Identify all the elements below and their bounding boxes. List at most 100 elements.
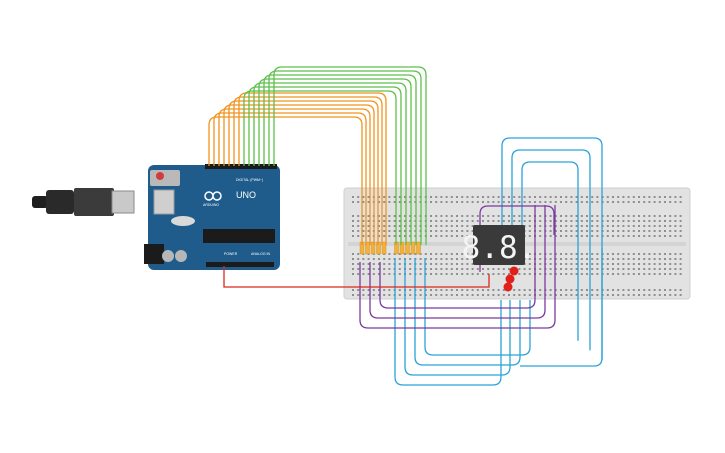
breadboard-hole[interactable] <box>669 294 672 296</box>
breadboard-hole[interactable] <box>388 268 391 270</box>
breadboard-hole[interactable] <box>487 294 490 296</box>
breadboard-hole[interactable] <box>606 230 609 232</box>
breadboard-hole[interactable] <box>549 294 552 296</box>
breadboard-hole[interactable] <box>632 215 635 217</box>
breadboard-hole[interactable] <box>632 235 635 237</box>
breadboard-hole[interactable] <box>367 225 370 227</box>
breadboard-hole[interactable] <box>424 273 427 275</box>
breadboard-hole[interactable] <box>612 294 614 296</box>
breadboard-hole[interactable] <box>378 263 380 265</box>
breadboard-hole[interactable] <box>409 215 412 217</box>
resistor[interactable] <box>399 241 405 255</box>
breadboard-hole[interactable] <box>466 273 469 275</box>
breadboard-hole[interactable] <box>471 225 474 227</box>
breadboard-hole[interactable] <box>544 201 547 203</box>
breadboard-hole[interactable] <box>352 225 354 227</box>
breadboard-hole[interactable] <box>435 235 438 237</box>
breadboard-hole[interactable] <box>513 215 516 217</box>
breadboard-hole[interactable] <box>367 273 370 275</box>
breadboard-hole[interactable] <box>638 235 640 237</box>
breadboard-hole[interactable] <box>430 253 432 255</box>
breadboard-hole[interactable] <box>575 201 578 203</box>
breadboard-hole[interactable] <box>430 196 432 198</box>
breadboard-hole[interactable] <box>664 258 666 260</box>
breadboard-hole[interactable] <box>596 215 599 217</box>
breadboard-hole[interactable] <box>648 253 651 255</box>
breadboard-hole[interactable] <box>419 294 422 296</box>
breadboard-hole[interactable] <box>653 225 656 227</box>
breadboard-hole[interactable] <box>627 294 630 296</box>
breadboard-hole[interactable] <box>372 268 375 270</box>
breadboard-hole[interactable] <box>596 263 599 265</box>
breadboard-hole[interactable] <box>471 258 474 260</box>
breadboard-hole[interactable] <box>383 268 386 270</box>
breadboard-hole[interactable] <box>622 235 625 237</box>
breadboard-hole[interactable] <box>471 196 474 198</box>
breadboard-hole[interactable] <box>398 263 401 265</box>
breadboard-hole[interactable] <box>638 201 640 203</box>
wire[interactable] <box>268 70 422 245</box>
breadboard-hole[interactable] <box>565 215 568 217</box>
breadboard-hole[interactable] <box>367 235 370 237</box>
breadboard-hole[interactable] <box>679 225 682 227</box>
breadboard-hole[interactable] <box>565 263 568 265</box>
breadboard-hole[interactable] <box>461 273 464 275</box>
breadboard-hole[interactable] <box>575 273 578 275</box>
breadboard-hole[interactable] <box>617 289 620 291</box>
breadboard-hole[interactable] <box>679 294 682 296</box>
breadboard-hole[interactable] <box>580 196 583 198</box>
breadboard-hole[interactable] <box>648 268 651 270</box>
breadboard-hole[interactable] <box>617 253 620 255</box>
breadboard-hole[interactable] <box>461 230 464 232</box>
breadboard-hole[interactable] <box>612 235 614 237</box>
breadboard-hole[interactable] <box>565 230 568 232</box>
breadboard-hole[interactable] <box>664 268 666 270</box>
breadboard-hole[interactable] <box>476 289 479 291</box>
breadboard-hole[interactable] <box>586 263 588 265</box>
breadboard-hole[interactable] <box>456 253 458 255</box>
breadboard-hole[interactable] <box>591 235 594 237</box>
breadboard-hole[interactable] <box>565 220 568 222</box>
breadboard-hole[interactable] <box>560 253 562 255</box>
breadboard-hole[interactable] <box>586 258 588 260</box>
breadboard-hole[interactable] <box>622 215 625 217</box>
breadboard-hole[interactable] <box>606 220 609 222</box>
breadboard-hole[interactable] <box>502 201 505 203</box>
breadboard-hole[interactable] <box>518 201 521 203</box>
breadboard-hole[interactable] <box>450 215 453 217</box>
breadboard-hole[interactable] <box>570 225 573 227</box>
breadboard-hole[interactable] <box>362 201 365 203</box>
breadboard-hole[interactable] <box>565 196 568 198</box>
breadboard-hole[interactable] <box>586 273 588 275</box>
breadboard-hole[interactable] <box>409 258 412 260</box>
power-analog-header[interactable] <box>206 262 274 267</box>
breadboard-hole[interactable] <box>674 196 677 198</box>
breadboard-hole[interactable] <box>508 215 510 217</box>
breadboard-hole[interactable] <box>570 258 573 260</box>
wire[interactable] <box>369 205 546 319</box>
breadboard-hole[interactable] <box>617 268 620 270</box>
breadboard-hole[interactable] <box>664 253 666 255</box>
breadboard-hole[interactable] <box>596 201 599 203</box>
breadboard-hole[interactable] <box>466 253 469 255</box>
breadboard-hole[interactable] <box>612 253 614 255</box>
wire[interactable] <box>223 104 375 245</box>
breadboard-hole[interactable] <box>466 230 469 232</box>
breadboard-hole[interactable] <box>414 253 417 255</box>
breadboard-hole[interactable] <box>487 215 490 217</box>
breadboard-hole[interactable] <box>627 273 630 275</box>
breadboard-hole[interactable] <box>580 273 583 275</box>
breadboard-hole[interactable] <box>424 289 427 291</box>
breadboard-hole[interactable] <box>679 289 682 291</box>
resistor[interactable] <box>365 241 370 255</box>
breadboard-hole[interactable] <box>409 235 412 237</box>
breadboard-hole[interactable] <box>643 289 646 291</box>
breadboard-hole[interactable] <box>591 201 594 203</box>
breadboard-hole[interactable] <box>669 215 672 217</box>
breadboard-hole[interactable] <box>575 230 578 232</box>
breadboard-hole[interactable] <box>523 294 526 296</box>
breadboard-hole[interactable] <box>357 196 360 198</box>
breadboard-hole[interactable] <box>513 196 516 198</box>
breadboard-hole[interactable] <box>539 263 542 265</box>
breadboard-hole[interactable] <box>622 196 625 198</box>
